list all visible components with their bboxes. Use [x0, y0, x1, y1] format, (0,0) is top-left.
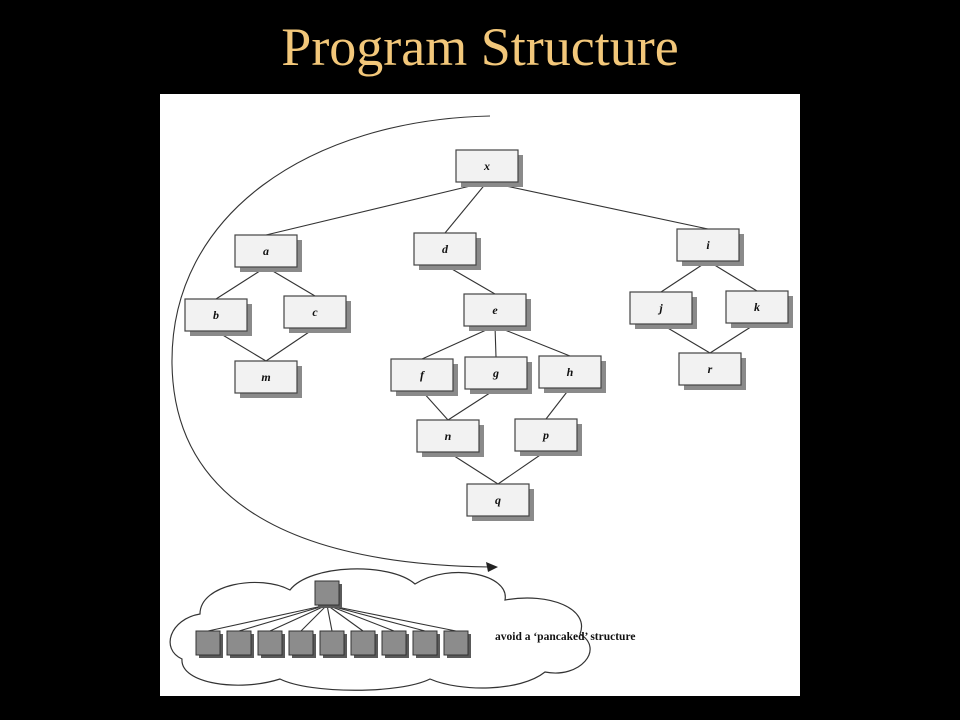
- module-box: [538, 355, 602, 389]
- module-r: r: [678, 352, 746, 390]
- module-a: a: [234, 234, 302, 272]
- module-box: [725, 290, 789, 324]
- module-box: [455, 149, 519, 183]
- module-label-k: k: [754, 300, 760, 314]
- pancake-child-module: [288, 630, 316, 658]
- module-f: f: [390, 358, 458, 396]
- edge-e-g: [494, 325, 497, 358]
- module-label-p: p: [542, 428, 549, 442]
- pancake-box: [257, 630, 283, 656]
- pancake-child-module: [226, 630, 254, 658]
- module-box: [413, 232, 477, 266]
- sweep-arrow: [171, 115, 491, 568]
- pancake-child-module: [257, 630, 285, 658]
- pancake-box: [288, 630, 314, 656]
- edge-h-p: [545, 387, 571, 420]
- edge-x-a: [265, 181, 488, 236]
- module-label-r: r: [708, 362, 713, 376]
- pancake-edge: [326, 604, 426, 632]
- module-box: [463, 293, 527, 327]
- module-box: [184, 298, 248, 332]
- module-box: [514, 418, 578, 452]
- pancake-caption: avoid a ‘pancaked’ structure: [495, 631, 635, 643]
- pancake-box: [195, 630, 221, 656]
- module-box: [466, 483, 530, 517]
- module-label-j: j: [657, 301, 663, 315]
- edge-x-d: [444, 181, 488, 234]
- edge-g-n: [447, 388, 497, 421]
- pancake-child-module: [443, 630, 471, 658]
- module-x: x: [455, 149, 523, 187]
- module-box: [678, 352, 742, 386]
- module-label-a: a: [263, 244, 269, 258]
- module-box: [629, 291, 693, 325]
- pancake-child-module: [350, 630, 378, 658]
- module-k: k: [725, 290, 793, 328]
- edge-p-q: [497, 450, 547, 485]
- module-i: i: [676, 228, 744, 266]
- diagram-canvas: x a d i b c m e f g h n p q j k r avoid a ‘pancaked’ str…: [169, 115, 793, 691]
- pancake-edge: [269, 604, 328, 632]
- pancake-edge: [207, 604, 328, 632]
- module-c: c: [283, 295, 351, 333]
- module-box: [676, 228, 740, 262]
- module-label-g: g: [492, 366, 499, 380]
- pancake-box: [226, 630, 252, 656]
- edge-n-q: [447, 451, 499, 485]
- cloud-outline: [169, 568, 591, 691]
- pancake-box: [443, 630, 469, 656]
- module-n: n: [416, 419, 484, 457]
- module-m: m: [234, 360, 302, 398]
- module-j: j: [629, 291, 697, 329]
- structure-diagram: x a d i b c m e f g h n p q j k r avoid a ‘pancaked’ str…: [160, 94, 800, 696]
- pancake-box: [381, 630, 407, 656]
- pancake-box: [412, 630, 438, 656]
- sweep-arrowhead: [486, 562, 498, 572]
- module-b: b: [184, 298, 252, 336]
- edge-i-j: [660, 260, 709, 293]
- pancake-edge: [326, 604, 395, 632]
- pancake-child-module: [412, 630, 440, 658]
- pancake-edge: [326, 604, 457, 632]
- module-box: [234, 234, 298, 268]
- pancake-child-module: [195, 630, 223, 658]
- module-label-n: n: [445, 429, 452, 443]
- module-box: [416, 419, 480, 453]
- edge-x-i: [486, 181, 709, 230]
- module-label-c: c: [312, 305, 318, 319]
- module-box: [390, 358, 454, 392]
- module-label-i: i: [706, 238, 710, 252]
- pancake-box: [314, 580, 340, 606]
- module-h: h: [538, 355, 606, 393]
- pancake-edge: [238, 604, 328, 632]
- module-g: g: [464, 356, 532, 394]
- edge-e-f: [421, 325, 496, 360]
- module-box: [283, 295, 347, 329]
- pancake-child-module: [319, 630, 347, 658]
- module-p: p: [514, 418, 582, 456]
- pancake-box: [350, 630, 376, 656]
- module-label-q: q: [495, 493, 501, 507]
- module-label-e: e: [492, 303, 498, 317]
- module-e: e: [463, 293, 531, 331]
- pancake-edge: [326, 604, 364, 632]
- module-label-m: m: [261, 370, 270, 384]
- pancake-edge: [300, 604, 328, 632]
- slide-title: Program Structure: [281, 17, 679, 77]
- module-label-x: x: [483, 159, 490, 173]
- module-box: [234, 360, 298, 394]
- module-label-f: f: [420, 368, 425, 382]
- module-label-h: h: [567, 365, 574, 379]
- module-q: q: [466, 483, 534, 521]
- pancake-edge: [326, 604, 333, 632]
- pancake-parent-module: [314, 580, 342, 608]
- pancake-child-module: [381, 630, 409, 658]
- pancake-box: [319, 630, 345, 656]
- edge-a-b: [215, 266, 267, 300]
- module-box: [464, 356, 528, 390]
- module-label-d: d: [442, 242, 449, 256]
- edge-c-m: [265, 327, 316, 362]
- module-d: d: [413, 232, 481, 270]
- module-label-b: b: [213, 308, 219, 322]
